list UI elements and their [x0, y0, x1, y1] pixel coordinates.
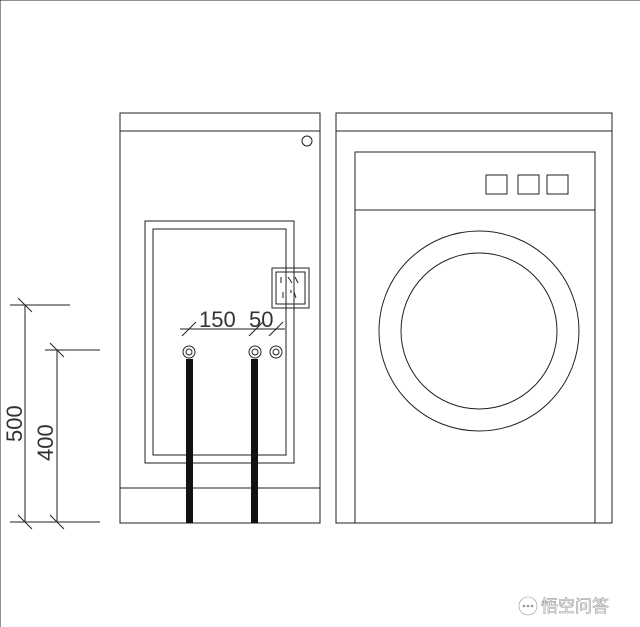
back-panel-outer: [144, 220, 295, 464]
control-button-icon: [546, 174, 569, 195]
dim-label-500: 500: [2, 405, 27, 442]
pipe-right: [251, 359, 258, 523]
control-button-icon: [485, 174, 508, 195]
water-valves: [182, 345, 283, 359]
valve-left-icon: [182, 345, 196, 359]
power-socket-icon: [271, 267, 310, 309]
valve-right-icon: [269, 345, 283, 359]
machine-body: [354, 151, 596, 524]
dim-label-400: 400: [33, 424, 58, 461]
cabinet-outline: [119, 112, 321, 524]
control-button-icon: [517, 174, 540, 195]
dim-label-150: 150: [199, 307, 236, 332]
cabinet-knob-icon: [301, 135, 313, 147]
sink-cabinet: [119, 112, 321, 524]
door-glass: [400, 252, 558, 410]
pipe-left: [186, 359, 193, 523]
washing-machine: [335, 112, 613, 524]
back-panel-inner: [152, 228, 287, 456]
valve-middle-icon: [248, 345, 262, 359]
machine-cabinet: [335, 112, 613, 524]
dimension-lines: [10, 297, 285, 530]
watermark-text: 悟空问答: [541, 597, 609, 617]
door-outer-ring: [378, 230, 580, 432]
dim-label-50: 50: [249, 307, 273, 332]
chat-bubble-icon: [518, 596, 538, 616]
watermark: 悟空问答: [518, 596, 609, 617]
